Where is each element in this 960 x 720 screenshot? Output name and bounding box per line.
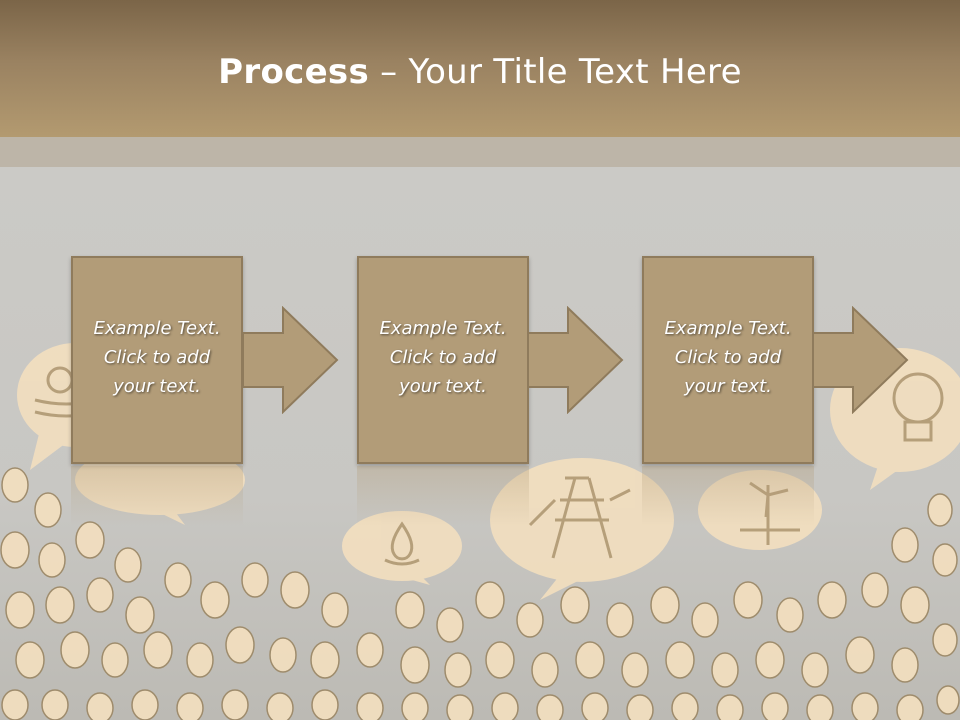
step-1-line-2: Click to add bbox=[103, 347, 211, 368]
water-drop-icon bbox=[342, 511, 462, 585]
arrow-right-icon-1 bbox=[243, 306, 339, 414]
step-reflection-1 bbox=[71, 466, 243, 526]
step-box-2[interactable]: Example Text. Click to add your text. bbox=[357, 256, 529, 464]
step-1-line-1: Example Text. bbox=[93, 318, 221, 339]
step-3-line-2: Click to add bbox=[674, 347, 782, 368]
step-3-line-3: your text. bbox=[684, 376, 772, 397]
arrow-right-icon-3 bbox=[813, 306, 909, 414]
header-band bbox=[0, 0, 960, 137]
step-2-line-2: Click to add bbox=[389, 347, 497, 368]
step-reflection-3 bbox=[642, 466, 814, 526]
title-bold: Process bbox=[218, 52, 370, 92]
step-2-line-1: Example Text. bbox=[379, 318, 507, 339]
step-reflection-2 bbox=[357, 466, 529, 526]
step-text-3: Example Text. Click to add your text. bbox=[644, 314, 812, 401]
step-3-line-1: Example Text. bbox=[664, 318, 792, 339]
step-text-1: Example Text. Click to add your text. bbox=[73, 314, 241, 401]
step-2-line-3: your text. bbox=[399, 376, 487, 397]
step-1-line-3: your text. bbox=[113, 376, 201, 397]
slide-title[interactable]: Process – Your Title Text Here bbox=[0, 52, 960, 92]
step-text-2: Example Text. Click to add your text. bbox=[359, 314, 527, 401]
title-rest: – Your Title Text Here bbox=[369, 52, 742, 92]
arrow-right-icon-2 bbox=[528, 306, 624, 414]
crowd-faces-icon bbox=[0, 467, 960, 720]
step-box-3[interactable]: Example Text. Click to add your text. bbox=[642, 256, 814, 464]
header-sub-band bbox=[0, 137, 960, 167]
step-box-1[interactable]: Example Text. Click to add your text. bbox=[71, 256, 243, 464]
